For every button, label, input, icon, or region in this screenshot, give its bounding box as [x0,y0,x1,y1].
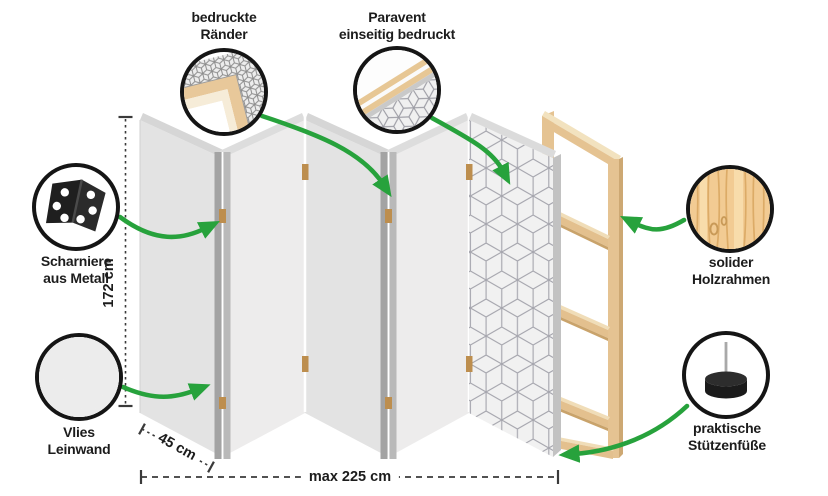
wood-texture-icon [690,169,770,249]
screen-panel-3 [305,120,389,457]
callout-printed-edges-label: bedruckte Ränder [191,9,257,42]
printed-corner-icon [184,52,264,132]
callout-support-feet-label: praktische Stützenfüße [688,420,766,453]
hinges [219,164,473,409]
arrow-metal-hinges [117,214,220,240]
callout-arrows [117,113,690,463]
callout-fleece-canvas-label: Vlies Leinwand [47,424,111,457]
dimension-lines [118,115,560,484]
support-foot-icon [705,342,747,399]
wooden-frame [542,111,623,459]
arrow-printed-one-side [429,115,511,185]
arrow-wooden-frame [620,216,687,234]
metal-hinge-icon [45,179,106,232]
panel-fold-1 [214,152,231,459]
callout-printed-edges-badge [180,48,268,136]
arrow-printed-edges [259,113,392,198]
arrow-support-feet [558,403,690,463]
callout-metal-hinges-badge [32,163,120,251]
panel-cross-section-icon [357,50,437,130]
screen-panel-4 [388,120,469,457]
callout-support-feet-badge [682,331,770,419]
dimension-max-width-label: max 225 cm [300,469,400,485]
folding-screen [139,113,471,459]
dimension-height-label: 172 cm [101,258,117,308]
callout-printed-one-side-badge [353,46,441,134]
arrow-fleece-canvas [120,383,211,401]
callout-fleece-canvas-badge [35,333,123,421]
panel-fold-3 [380,152,397,459]
callout-wooden-frame-badge [686,165,774,253]
callout-wooden-frame-label: solider Holzrahmen [691,254,771,287]
callout-metal-hinges-label: Scharniere aus Metall [40,253,112,286]
canvas-texture-icon [39,337,119,417]
screen-panel-2 [222,120,305,457]
printed-panel [469,113,561,457]
screen-panel-1 [140,120,223,457]
callout-printed-one-side-label: Paravent einseitig bedruckt [338,9,456,42]
